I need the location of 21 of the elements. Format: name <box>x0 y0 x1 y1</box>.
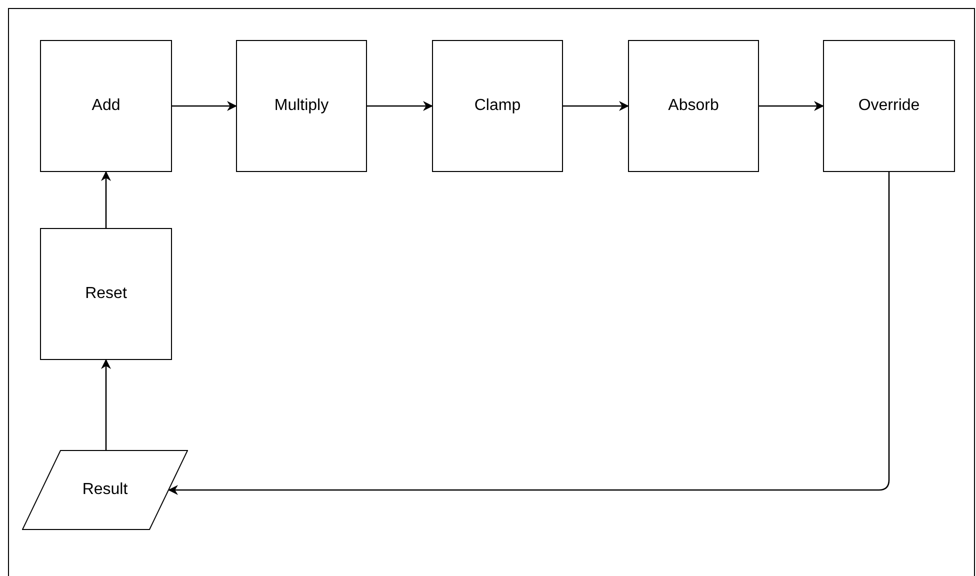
node-label: Reset <box>85 285 127 303</box>
data-parallelogram <box>22 450 188 530</box>
process-box <box>823 40 955 172</box>
node-label: Add <box>92 97 120 115</box>
node-label: Absorb <box>668 97 719 115</box>
arrow <box>563 101 629 111</box>
process-box <box>432 40 563 172</box>
arrow <box>101 359 111 450</box>
arrow <box>759 101 824 111</box>
process-box <box>40 228 172 360</box>
node-label: Clamp <box>474 97 521 115</box>
node-label: Result <box>82 481 128 499</box>
node-label: Multiply <box>274 97 329 115</box>
process-box <box>40 40 172 172</box>
arrow <box>101 171 111 228</box>
process-box <box>628 40 759 172</box>
arrow <box>172 101 237 111</box>
arrow <box>168 172 890 495</box>
node-label: Override <box>858 97 920 115</box>
process-box <box>236 40 367 172</box>
arrow <box>367 101 433 111</box>
